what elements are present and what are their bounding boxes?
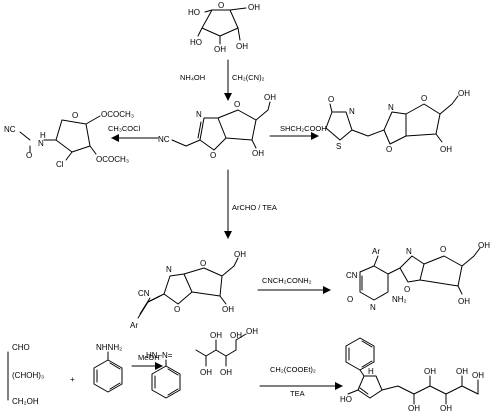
ho-label: HO bbox=[340, 395, 352, 404]
oh-label: OH bbox=[222, 305, 234, 314]
reagent-thioglycolic: SHCH₂COOH bbox=[280, 124, 327, 133]
oh-label: OH bbox=[478, 241, 490, 250]
oh-label: OH bbox=[230, 331, 242, 340]
ho-label: HO bbox=[188, 8, 200, 17]
reagent-diethyl-malonate: CH₂(COOEt)₂ bbox=[270, 365, 316, 374]
oh-label: OH bbox=[252, 149, 264, 158]
oh-label: OH bbox=[264, 93, 276, 102]
choh3-label: (CHOH)₃ bbox=[12, 371, 44, 380]
oh-label: OH bbox=[408, 404, 420, 411]
reagent-meoh: MeOH bbox=[138, 353, 160, 362]
oxazoline-oxygen: O bbox=[210, 151, 216, 160]
oh-label: OH bbox=[246, 327, 258, 336]
chlorine: Cl bbox=[56, 160, 64, 169]
reagent-nh4oh: NH₄OH bbox=[180, 73, 205, 82]
oxazoline-nitrogen: N bbox=[406, 247, 412, 256]
hydrazone: HN–N= OH OH OH OH OH bbox=[146, 327, 258, 399]
h-label: H bbox=[40, 131, 46, 140]
nh2-label: NH₂ bbox=[392, 295, 407, 304]
furanose-oxygen: O bbox=[440, 245, 446, 254]
arylidene-product: N O O OH OH CN Ar bbox=[130, 250, 246, 330]
aryl-label: Ar bbox=[372, 247, 380, 256]
oxazoline-nitrogen: N bbox=[388, 103, 394, 112]
reagent-malononitrile: CH₂(CN)₂ bbox=[232, 73, 265, 82]
cn-label: CN bbox=[138, 289, 150, 298]
oh-label: OH bbox=[200, 368, 212, 377]
ring-oxygen: O bbox=[72, 111, 78, 120]
oh-label: OH bbox=[458, 297, 470, 306]
pyrazole-product: H HO OH OH OH OH OH bbox=[340, 337, 484, 411]
oxazoline-nitrogen: N bbox=[166, 265, 172, 274]
thiazole-nitrogen: N bbox=[349, 107, 355, 116]
oh-label: OH bbox=[424, 367, 436, 376]
ring-oxygen: O bbox=[218, 1, 224, 10]
oxazoline-oxygen: O bbox=[174, 305, 180, 314]
pyridine-nitrogen: N bbox=[370, 303, 376, 312]
oh-label: OH bbox=[214, 45, 226, 54]
oh-label: OH bbox=[440, 145, 452, 154]
oh-label: OH bbox=[220, 368, 232, 377]
cho-label: CHO bbox=[12, 343, 30, 352]
aryl-label: Ar bbox=[130, 321, 138, 330]
furanose-oxygen: O bbox=[200, 259, 206, 268]
open-chain-sugar: CHO (CHOH)₃ CH₂OH bbox=[7, 343, 44, 406]
carbonyl-oxygen: O bbox=[347, 295, 353, 304]
starting-sugar: O OH HO HO OH OH bbox=[188, 1, 260, 54]
central-intermediate: N O O OH OH NC bbox=[158, 93, 276, 160]
amide-oxygen: O bbox=[26, 151, 32, 160]
oh-label: OH bbox=[236, 42, 248, 51]
hydrazine-label: NHNH₂ bbox=[96, 343, 122, 352]
ococh3-label: OCOCH₃ bbox=[96, 155, 129, 164]
left-product: O OCOCH₃ H N O NC Cl OCOCH₃ bbox=[4, 110, 134, 169]
ococh3-label: OCOCH₃ bbox=[101, 110, 134, 119]
oxazoline-oxygen: O bbox=[386, 145, 392, 154]
nc-label: NC bbox=[4, 125, 16, 134]
amide-nitrogen: N bbox=[38, 139, 44, 148]
hn-n-label: HN–N= bbox=[146, 351, 173, 360]
phenylhydrazine: NHNH₂ bbox=[93, 343, 123, 393]
oh-label: OH bbox=[440, 404, 452, 411]
oxazoline-nitrogen: N bbox=[196, 110, 202, 119]
furanose-oxygen: O bbox=[421, 94, 427, 103]
oh-label: OH bbox=[472, 371, 484, 380]
ho-label: HO bbox=[190, 38, 202, 47]
right-product: O N S N O O OH OH bbox=[325, 89, 470, 154]
reagent-tea: TEA bbox=[290, 389, 305, 398]
oh-label: OH bbox=[210, 331, 222, 340]
pyrazole-nh: H bbox=[368, 367, 374, 376]
oxazoline-oxygen: O bbox=[404, 285, 410, 294]
oh-label: OH bbox=[456, 367, 468, 376]
ch2oh-label: CH₂OH bbox=[12, 397, 39, 406]
sulfur: S bbox=[336, 142, 341, 151]
reagent-cyanoacetamide: CNCH₂CONH₂ bbox=[262, 276, 312, 285]
oh-label: OH bbox=[458, 89, 470, 98]
plus-sign: + bbox=[70, 375, 75, 384]
nc-label: NC bbox=[158, 135, 170, 144]
carbonyl-oxygen: O bbox=[328, 95, 334, 104]
oh-label: OH bbox=[234, 250, 246, 259]
pyridinone-product: CN Ar O N NH₂ N O O OH OH bbox=[346, 241, 490, 312]
oh-label: OH bbox=[248, 3, 260, 12]
cn-label: CN bbox=[346, 271, 358, 280]
furanose-oxygen: O bbox=[234, 100, 240, 109]
reagent-archo-tea: ArCHO / TEA bbox=[232, 203, 277, 212]
reagent-acetyl-chloride: CH₃COCl bbox=[108, 124, 141, 133]
